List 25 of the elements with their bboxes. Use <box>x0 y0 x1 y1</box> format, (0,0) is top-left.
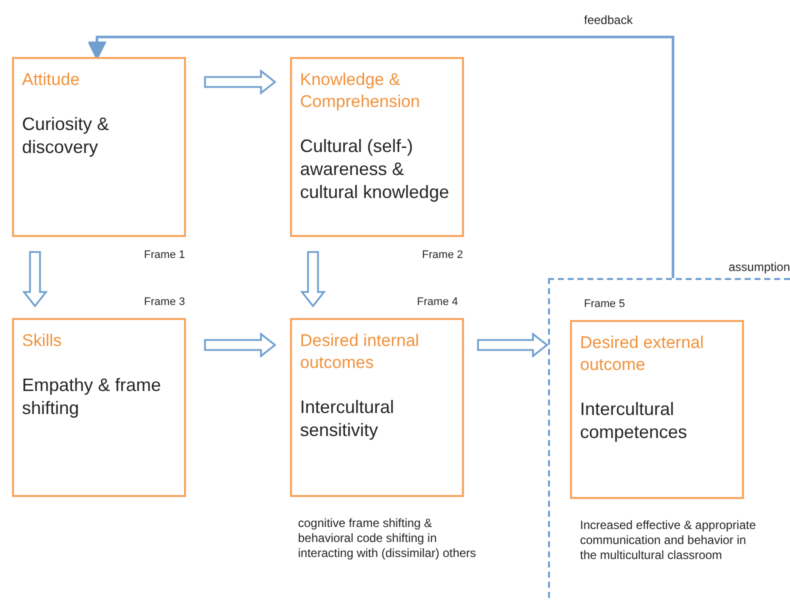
frame-label: Frame 5 <box>584 298 625 310</box>
block-arrow <box>204 332 276 358</box>
block-arrow <box>300 251 326 308</box>
box-title: Desired internal outcomes <box>300 330 420 374</box>
frame-label: Frame 3 <box>144 296 185 308</box>
block-arrow <box>22 251 48 308</box>
box-text: Curiosity & discovery <box>22 113 110 159</box>
box-title: Desired external outcome <box>580 332 705 376</box>
outcome-note: Increased effective & appropriate communication and behavior in the multicultural classroom <box>580 518 757 563</box>
box-title: Knowledge & Comprehension <box>300 69 422 113</box>
box-title: Attitude <box>22 69 81 91</box>
block-arrow <box>204 69 276 95</box>
box-text: Intercultural sensitivity <box>300 396 396 442</box>
edge-label: feedback <box>582 13 635 27</box>
box-text: Intercultural competences <box>580 398 688 444</box>
box-text: Empathy & frame shifting <box>22 374 162 420</box>
box-title: Skills <box>22 330 63 352</box>
frame-label: Frame 2 <box>422 249 463 261</box>
feedback-arrow <box>87 36 674 278</box>
region-label: assumption <box>728 260 790 274</box>
outcome-note: cognitive frame shifting & behavioral code shifting in interacting with (dissimilar) others <box>298 516 478 561</box>
frame-label: Frame 4 <box>417 296 458 308</box>
block-arrow <box>477 332 548 358</box>
frame-label: Frame 1 <box>144 249 185 261</box>
box-text: Cultural (self-) awareness & cultural knowledge <box>300 135 450 204</box>
